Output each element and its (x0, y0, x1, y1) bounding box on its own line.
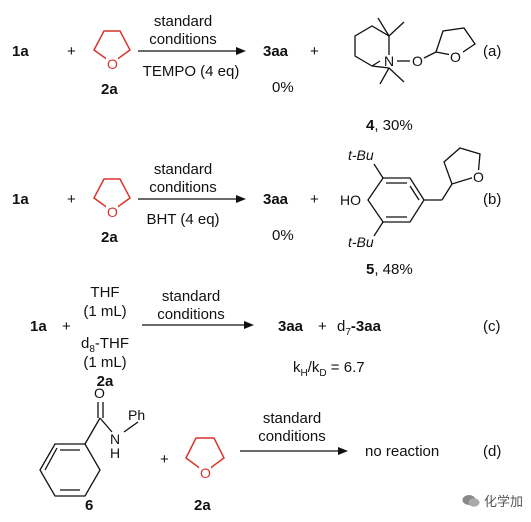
scheme-tag: (a) (483, 43, 501, 60)
product-yield: 0% (272, 227, 294, 244)
hydroxyl: HO (340, 192, 361, 208)
bht-adduct-structure: O t-Bu t-Bu HO (340, 147, 486, 250)
atom-o: O (200, 465, 211, 481)
product-yield: 0% (272, 79, 294, 96)
reactant-2a: 2a (101, 81, 118, 98)
reactant-6: 6 (85, 497, 93, 514)
d7-subscript: 7 (345, 327, 351, 338)
compound-number: 5 (366, 261, 374, 278)
plus-sign: + (62, 318, 71, 335)
plus-sign: + (310, 43, 319, 60)
reactant-1a: 1a (12, 191, 29, 208)
reagent-label: TEMPO (4 eq) (143, 63, 240, 80)
wechat-icon (462, 494, 480, 507)
plus-sign: + (160, 451, 169, 468)
kie-k: k (293, 359, 301, 376)
reactant-1a: 1a (30, 318, 47, 335)
d8-subscript: 8 (89, 344, 95, 355)
watermark-text: 化学加 (483, 494, 523, 509)
scheme-c: 1a + THF (1 mL) d8-THF (1 mL) 2a standar… (30, 284, 501, 390)
atom-o: O (473, 169, 484, 185)
side-product-label: 5, 48% (366, 261, 413, 278)
side-product-yield: , 30% (374, 117, 412, 134)
d8-thf-label: d8-THF (81, 335, 129, 355)
d8-thf-volume: (1 mL) (83, 354, 126, 371)
result-text: no reaction (365, 443, 439, 460)
reaction-arrow (138, 195, 246, 203)
product-3aa: 3aa (263, 43, 289, 60)
condition-line-1: standard (263, 410, 321, 427)
thf-ring: O (93, 30, 131, 72)
d7-product: d7-3aa (337, 318, 382, 338)
atom-n: N (110, 431, 120, 447)
reactant-2a: 2a (194, 497, 211, 514)
scheme-tag: (b) (483, 191, 501, 208)
scheme-tag: (c) (483, 318, 501, 335)
condition-line-2: conditions (149, 179, 217, 196)
side-product-label: 4, 30% (366, 117, 413, 134)
reactant-1a: 1a (12, 43, 29, 60)
thf-label: THF (90, 284, 119, 301)
scheme-tag: (d) (483, 443, 501, 460)
plus-sign: + (67, 43, 76, 60)
atom-o: O (94, 385, 105, 401)
atom-o: O (412, 53, 423, 69)
thf-ring: O (93, 178, 131, 220)
product-3aa: 3aa (278, 318, 304, 335)
scheme-a: 1a + O 2a standard conditions TEMPO (4 e… (12, 13, 501, 134)
condition-line-1: standard (154, 161, 212, 178)
d7-suffix: -3aa (351, 318, 382, 335)
atom-o: O (107, 204, 118, 220)
kie-value: kH/kD = 6.7 (293, 359, 365, 379)
condition-line-2: conditions (258, 428, 326, 445)
tempo-adduct-structure: O N O (354, 17, 476, 85)
phenyl-label: Ph (128, 407, 145, 423)
thf-volume: (1 mL) (83, 303, 126, 320)
watermark: 化学加 (462, 491, 523, 510)
plus-sign: + (67, 191, 76, 208)
reactant-2a: 2a (97, 373, 114, 390)
tbu-bottom: t-Bu (348, 234, 374, 250)
reaction-arrow (240, 447, 348, 455)
condition-line-1: standard (154, 13, 212, 30)
reaction-arrow (138, 47, 246, 55)
product-3aa: 3aa (263, 191, 289, 208)
condition-line-1: standard (162, 288, 220, 305)
compound-number: 4 (366, 117, 375, 134)
atom-o: O (107, 56, 118, 72)
condition-line-2: conditions (157, 306, 225, 323)
thf-ring: O (185, 437, 225, 481)
condition-line-2: conditions (149, 31, 217, 48)
tbu-top: t-Bu (348, 147, 374, 163)
reaction-arrow (142, 321, 254, 329)
atom-n: N (384, 53, 394, 69)
reagent-label: BHT (4 eq) (146, 211, 219, 228)
d8-suffix: -THF (95, 335, 129, 352)
kie-number: = 6.7 (327, 359, 365, 376)
atom-h: H (110, 445, 120, 461)
side-product-yield: , 48% (374, 261, 412, 278)
plus-sign: + (318, 318, 327, 335)
kie-slash: /k (308, 359, 320, 376)
scheme-d: O N H Ph 6 + O 2a standard conditions no… (39, 385, 501, 514)
plus-sign: + (310, 191, 319, 208)
kie-d: D (319, 368, 326, 379)
reactant-2a: 2a (101, 229, 118, 246)
atom-o: O (450, 49, 461, 65)
kie-h: H (301, 368, 308, 379)
d8-prefix: d (81, 335, 89, 352)
benzamide-structure: O N H Ph (39, 385, 145, 497)
scheme-b: 1a + O 2a standard conditions BHT (4 eq)… (12, 147, 501, 278)
d7-prefix: d (337, 318, 345, 335)
